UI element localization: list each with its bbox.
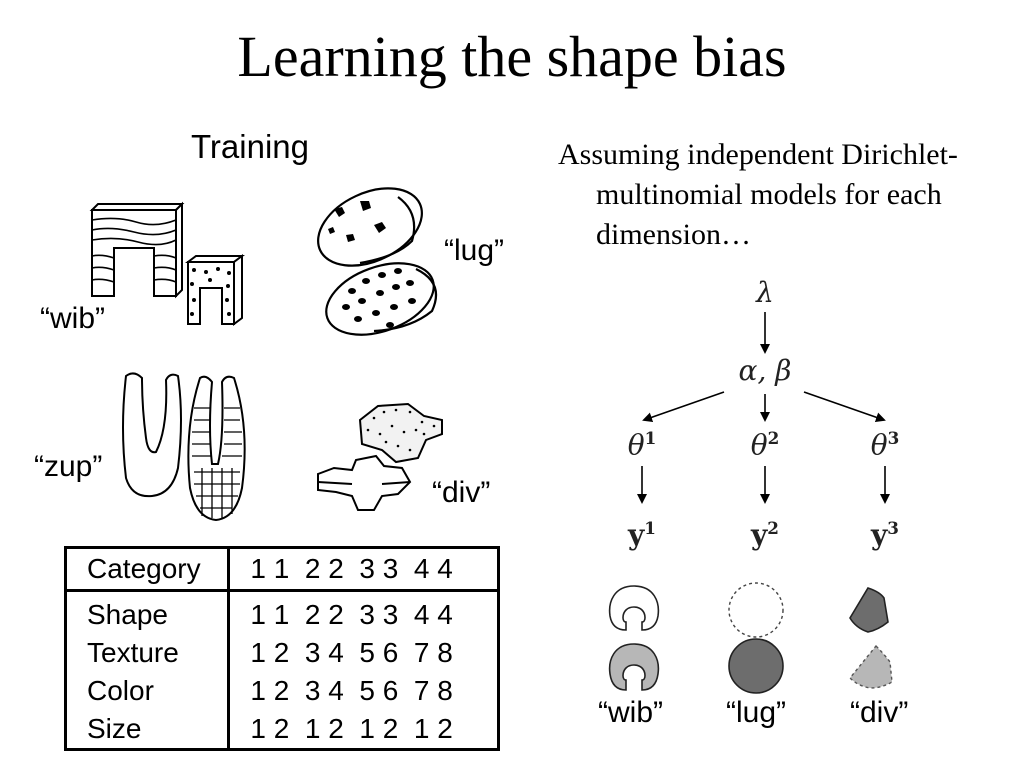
alpha-to-theta3-arrow (803, 391, 886, 423)
row-values: 1 2 1 2 1 2 1 2 (227, 710, 499, 750)
y-node-2: y2 (751, 518, 779, 552)
assumption-text: Assuming independent Dirichlet- multinom… (558, 135, 1008, 255)
bottom-label-wib: “wib” (598, 696, 663, 729)
row-label: Category (65, 547, 229, 592)
zup-label: “zup” (34, 450, 103, 483)
row-label: Color (87, 675, 154, 706)
alpha-beta-node: α, β (738, 354, 792, 387)
row-label: Shape (87, 599, 168, 630)
table-row: Color 1 2 3 4 5 6 7 8 (66, 672, 499, 710)
row-values: 1 1 2 2 3 3 4 4 (227, 547, 499, 592)
lambda-node: λ (756, 276, 774, 309)
assumption-line: multinomial models for each (596, 178, 942, 211)
assumption-line: dimension… (596, 218, 751, 251)
table-row: Shape 1 1 2 2 3 3 4 4 (66, 590, 499, 634)
row-values: 1 2 3 4 5 6 7 8 (227, 634, 499, 672)
wib-objects-illustration (89, 201, 245, 326)
table-row: Category 1 1 2 2 3 3 4 4 (65, 547, 499, 592)
theta-node-2: θ2 (750, 428, 780, 462)
theta-node-3: θ3 (870, 428, 900, 462)
table-row: Size 1 2 1 2 1 2 1 2 (66, 710, 499, 750)
lug-objects-illustration (317, 187, 437, 336)
example-shapes (608, 582, 893, 694)
div-light-kite-shape (849, 644, 893, 689)
zup-objects-illustration (122, 372, 246, 522)
y-node-1: y1 (628, 518, 656, 552)
assumption-line: Assuming independent Dirichlet- (558, 138, 958, 171)
y-node-3: y3 (871, 518, 899, 552)
row-values: 1 1 2 2 3 3 4 4 (227, 590, 499, 634)
row-label: Texture (87, 637, 179, 668)
wib-label: “wib” (40, 302, 105, 335)
div-objects-illustration (317, 402, 443, 511)
wib-outline-shape (608, 585, 660, 631)
div-label: “div” (432, 476, 491, 509)
lug-label: “lug” (444, 234, 505, 267)
training-label: Training (191, 128, 309, 165)
lug-dashed-circle-shape (728, 582, 784, 638)
table-row: Texture 1 2 3 4 5 6 7 8 (66, 634, 499, 672)
lug-dark-circle-shape (728, 638, 784, 694)
graphical-model-arrows (637, 312, 890, 504)
theta-node-1: θ1 (627, 428, 657, 462)
div-dark-kite-shape (849, 587, 889, 633)
category-table: Category 1 1 2 2 3 3 4 4 Shape 1 1 2 2 3… (64, 546, 500, 751)
slide-title: Learning the shape bias (237, 24, 787, 89)
bottom-label-div: “div” (850, 696, 909, 729)
alpha-to-theta1-arrow (642, 391, 725, 423)
bottom-label-lug: “lug” (726, 696, 787, 729)
row-label: Size (87, 713, 142, 744)
row-values: 1 2 3 4 5 6 7 8 (227, 672, 499, 710)
wib-gray-shape (608, 643, 660, 691)
